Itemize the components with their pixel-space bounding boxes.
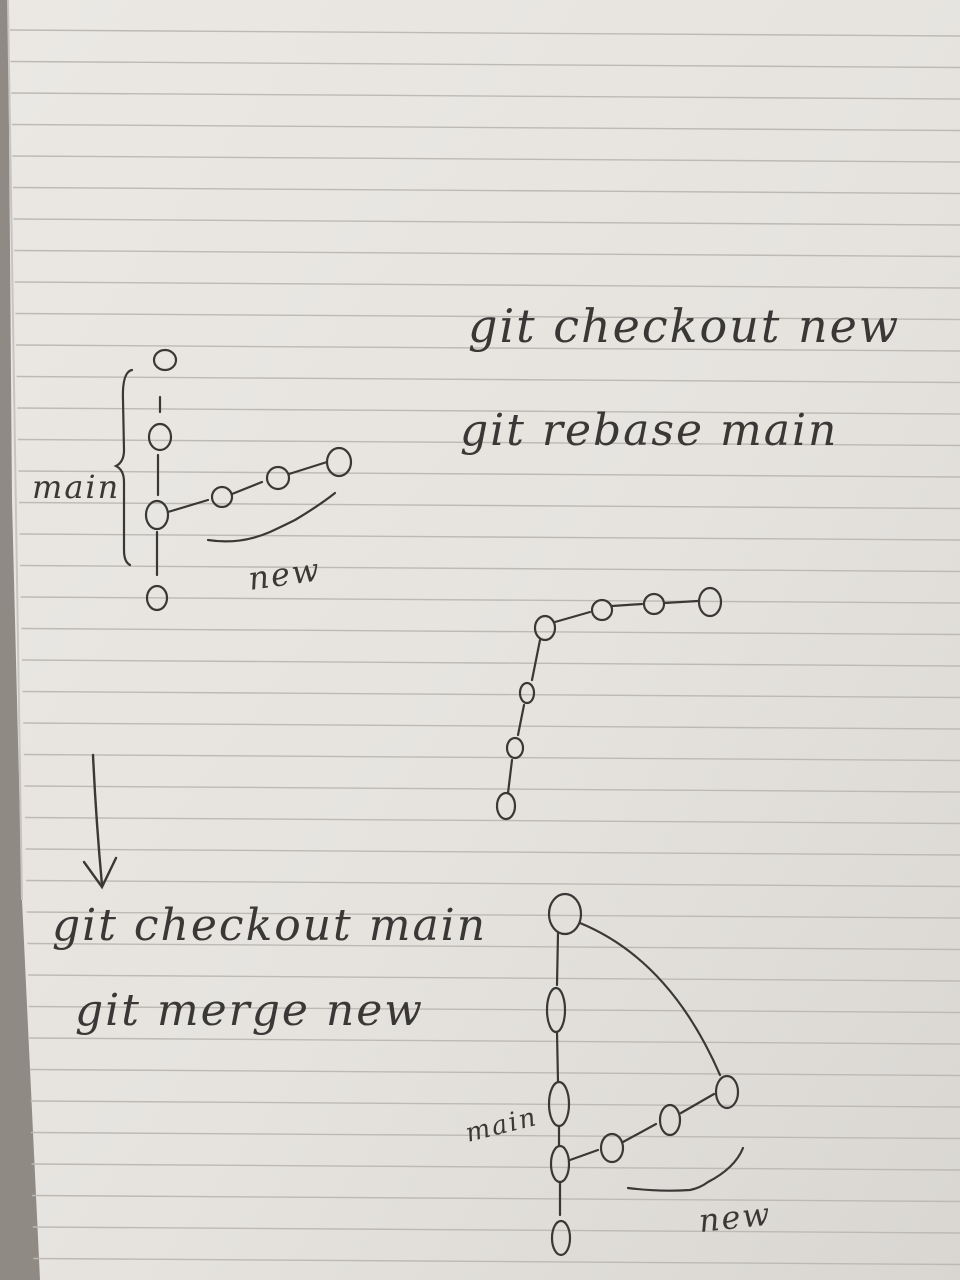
ruled-line	[20, 564, 960, 573]
ruled-line	[18, 470, 960, 478]
ruled-line	[12, 155, 960, 163]
ruled-line	[24, 785, 960, 793]
commit-edge	[516, 703, 526, 737]
ruled-line	[25, 848, 960, 856]
ruled-line	[31, 1163, 960, 1171]
commit-node	[590, 598, 614, 622]
diagram-branches: main new	[32, 348, 353, 612]
ruled-line	[23, 753, 960, 762]
commit-node	[147, 422, 173, 452]
rebase-notes: git checkout new git rebase main	[460, 299, 900, 456]
ruled-line	[17, 407, 960, 415]
ruled-line	[16, 375, 960, 384]
ruled-line	[20, 596, 960, 604]
merge-command-2: git merge new	[75, 985, 424, 1036]
label-new: new	[697, 1195, 774, 1240]
ruled-line	[14, 281, 960, 289]
commit-node	[599, 1132, 625, 1164]
diagram-rebase-result	[495, 586, 723, 821]
new-underbrace	[206, 491, 337, 543]
commit-edge	[553, 610, 592, 624]
ruled-line	[29, 1037, 960, 1045]
commit-edge	[555, 1030, 560, 1084]
commit-edge	[230, 480, 264, 496]
main-brace	[113, 368, 134, 567]
ruled-line	[17, 438, 960, 447]
ruled-line	[29, 1068, 960, 1077]
label-main: main	[32, 468, 120, 506]
ruled-line	[24, 816, 960, 825]
ruled-line	[21, 659, 960, 667]
ruled-line	[13, 218, 960, 226]
ruled-line	[11, 123, 960, 132]
ruled-line	[27, 974, 960, 982]
commit-node	[550, 1219, 572, 1257]
commit-node	[210, 485, 234, 509]
merge-notes: git checkout main git merge new	[52, 900, 487, 1036]
paper-sheet	[7, 0, 960, 1280]
arrow-down	[82, 753, 118, 890]
ruled-line	[10, 60, 960, 69]
commit-node	[325, 446, 353, 478]
commit-node	[505, 736, 525, 760]
commit-node	[152, 348, 178, 372]
ruled-line	[15, 344, 960, 352]
commit-node	[533, 614, 557, 642]
ruled-line	[12, 186, 960, 195]
commit-edge	[530, 638, 542, 682]
commit-node	[547, 892, 583, 936]
ruled-line	[32, 1226, 960, 1234]
ruled-line	[21, 627, 960, 636]
commit-node	[697, 586, 723, 618]
ruled-line	[33, 1257, 960, 1266]
commit-edge	[555, 931, 560, 987]
ruled-line	[23, 722, 960, 730]
commit-node	[518, 681, 536, 705]
commit-edge	[568, 1148, 600, 1162]
new-underbrace	[626, 1146, 745, 1192]
ruled-line	[26, 879, 960, 888]
ruled-line	[11, 92, 960, 100]
commit-node	[495, 791, 517, 821]
commit-node	[265, 465, 291, 491]
ruled-line	[26, 911, 960, 919]
commit-node	[658, 1103, 682, 1137]
commit-edge	[662, 599, 700, 605]
ruled-line	[22, 690, 960, 699]
ruled-line	[32, 1194, 960, 1203]
ruled-line	[27, 942, 960, 951]
ruled-line	[28, 1005, 960, 1014]
ruled-line	[30, 1100, 960, 1108]
merge-command-1: git checkout main	[52, 900, 487, 951]
commit-node	[144, 499, 170, 531]
ruled-lines	[9, 29, 960, 1266]
ruled-line	[19, 533, 960, 541]
commit-edge	[679, 1092, 716, 1115]
ruled-line	[18, 501, 960, 510]
ruled-line	[14, 249, 960, 258]
commit-node	[714, 1074, 740, 1110]
commit-edge	[506, 758, 514, 795]
ruled-line	[9, 29, 960, 37]
commit-edge	[610, 602, 644, 608]
rebase-command-1: git checkout new	[468, 299, 900, 353]
commit-node	[145, 584, 169, 612]
commit-edge	[166, 498, 210, 514]
rebase-command-2: git rebase main	[460, 405, 838, 456]
commit-edge	[287, 460, 329, 476]
commit-edge	[621, 1122, 658, 1144]
merge-edge	[578, 921, 722, 1077]
ruled-line	[30, 1131, 960, 1140]
ruled-line	[15, 312, 960, 321]
